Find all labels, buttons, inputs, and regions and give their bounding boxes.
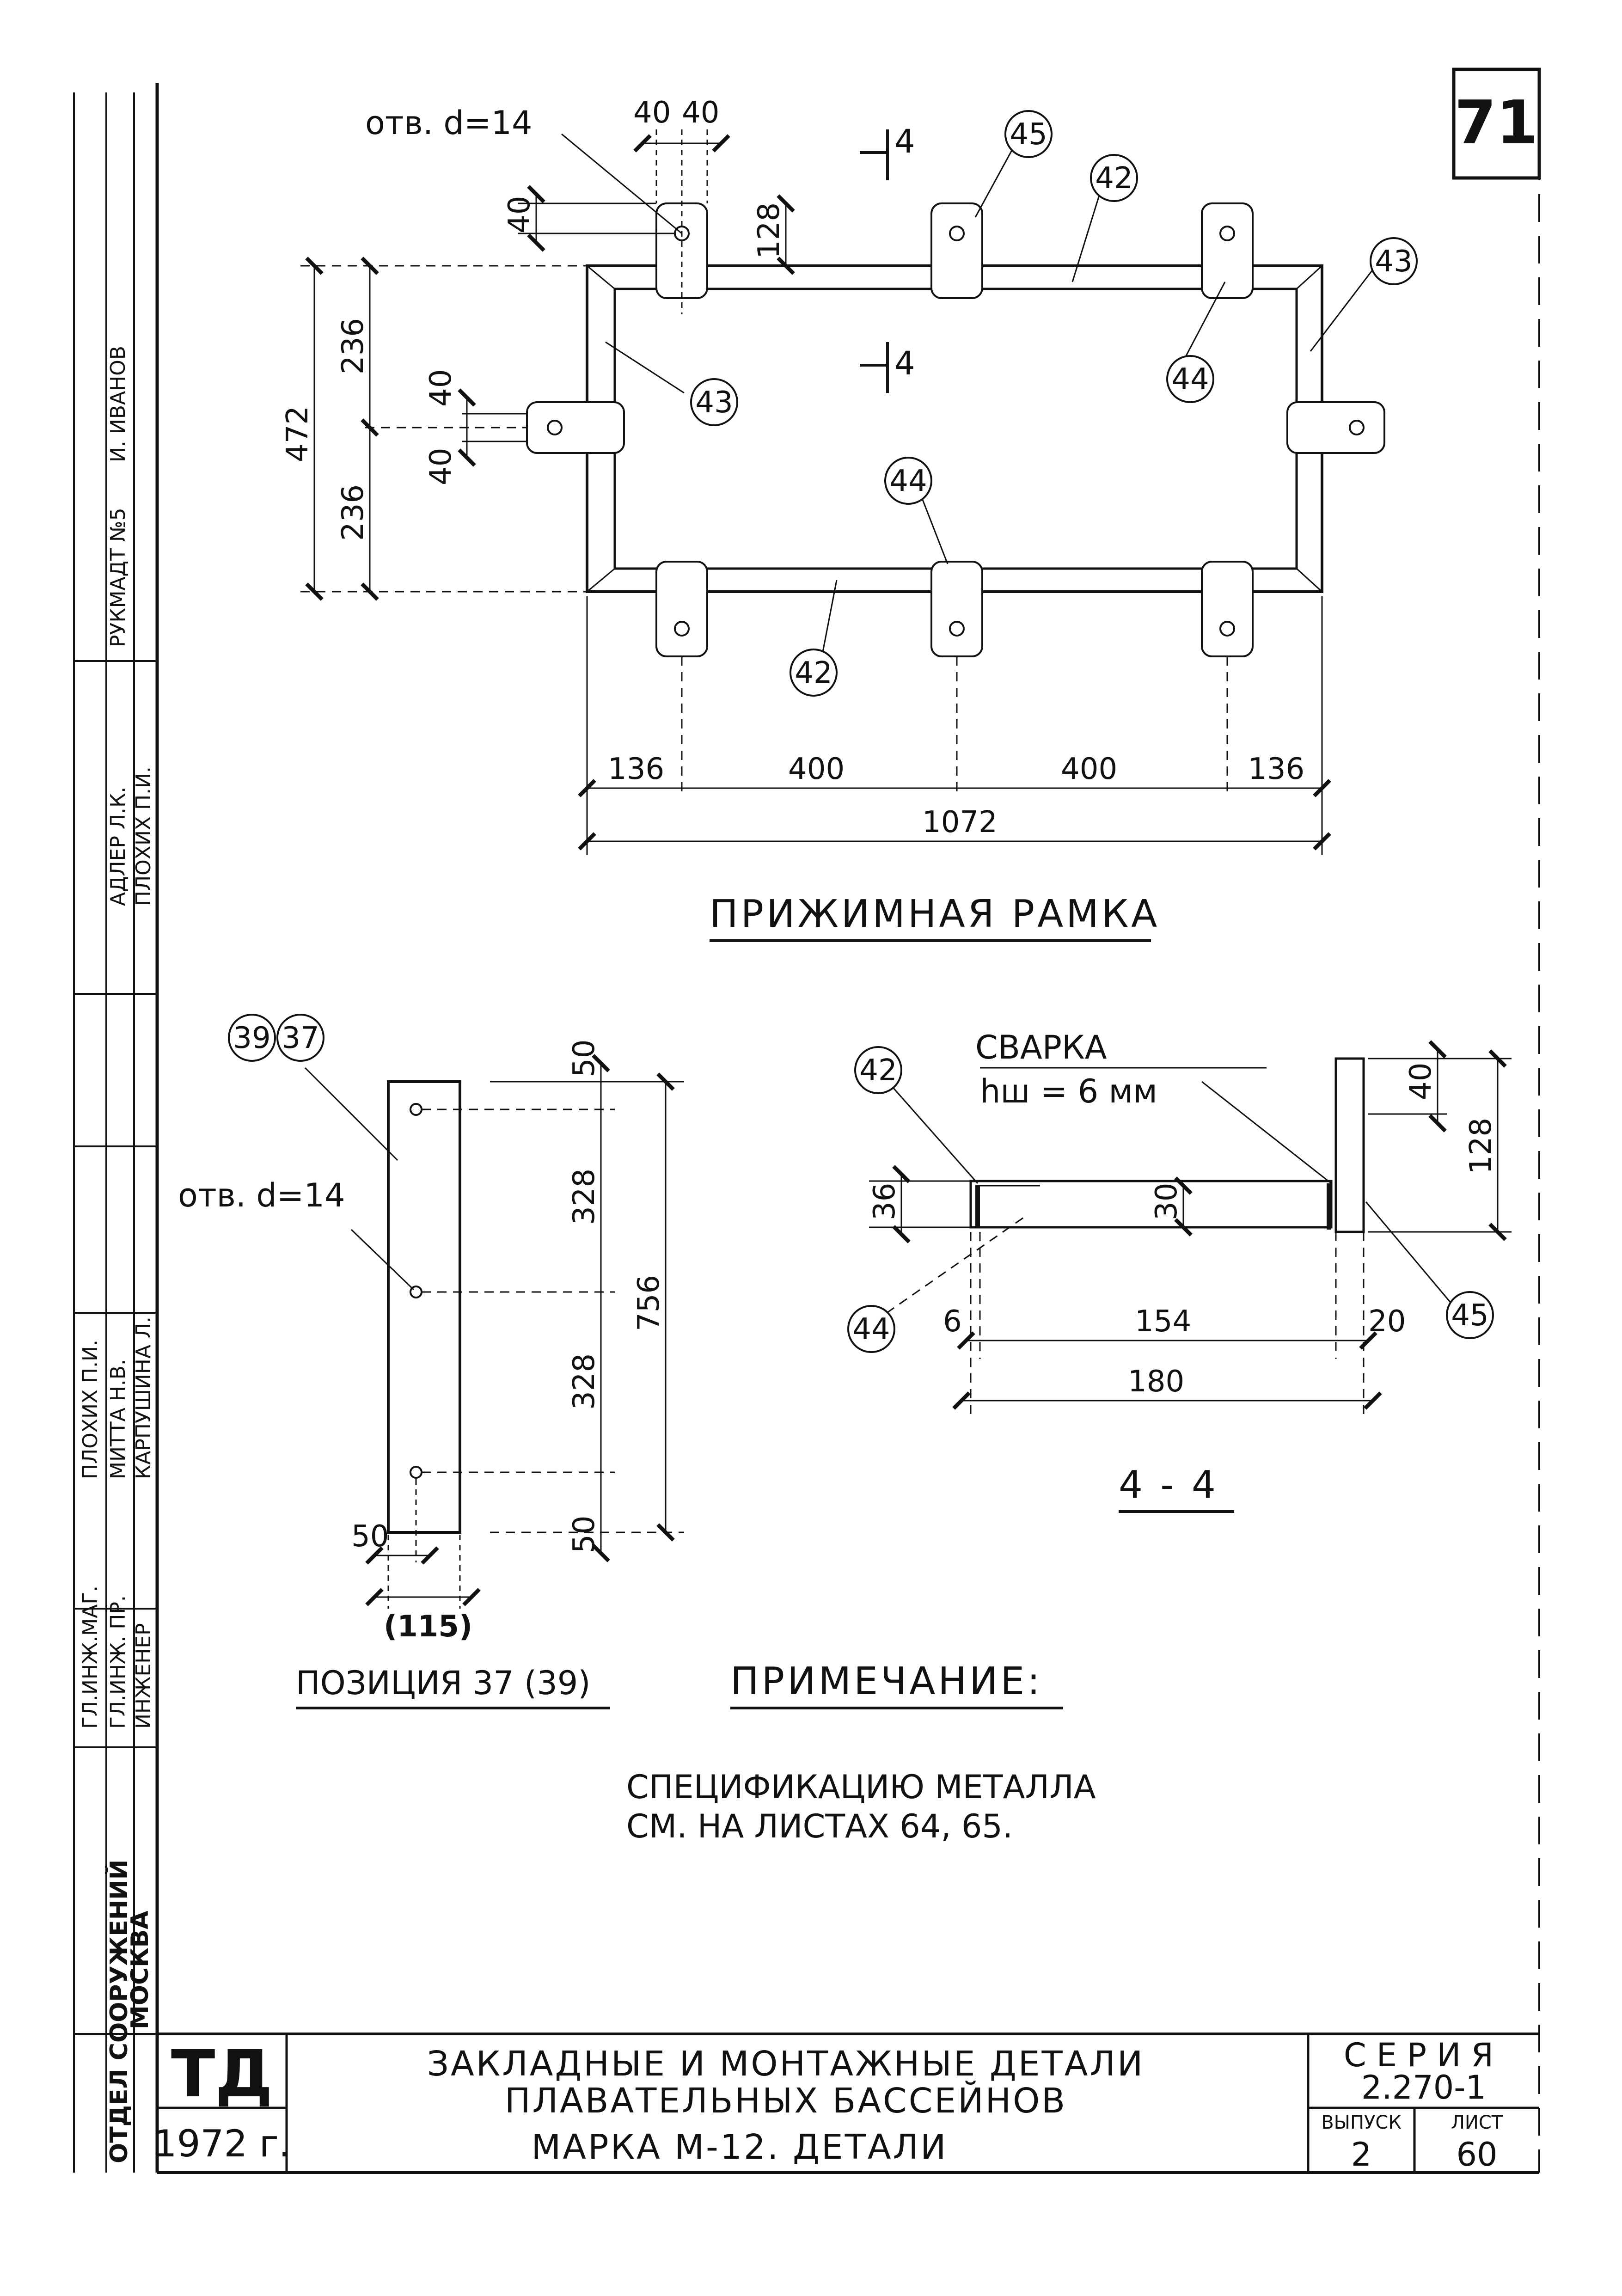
sec-dim-6: 6 [943,1304,962,1339]
dim-40d: 40 [424,448,458,485]
callout-42a: 42 [1095,161,1132,196]
weld-note: СВАРКА [975,1029,1107,1066]
dim-1072: 1072 [922,805,998,839]
title-line-2: ПЛАВАТЕЛЬНЫХ БАССЕЙНОВ [505,2080,1067,2121]
frame-hole-note: отв. d=14 [365,104,533,142]
position-hole-note: отв. d=14 [178,1176,345,1214]
sheet-value: 60 [1456,2136,1497,2174]
stamp-chief-eng: ГЛ.ИНЖ.МАГ. [79,1586,102,1729]
callout-42b: 42 [795,656,832,690]
pos-dim-50bot: 50 [567,1516,601,1553]
sheet-frame [155,67,1541,2174]
stamp-handbook: РУКМАДТ №5 [106,508,130,647]
dim-40v: 40 [502,196,537,233]
issue-value: 2 [1351,2136,1372,2174]
section-title: 4 - 4 [1119,1463,1218,1507]
dim-400a: 400 [788,752,845,786]
pos-dim-328b: 328 [567,1353,601,1410]
dim-236b: 236 [336,484,370,541]
section-callout-42: 42 [859,1053,897,1088]
dim-40c: 40 [424,369,458,407]
series-value: 2.270-1 [1361,2069,1486,2106]
note-line-2: СМ. НА ЛИСТАХ 64, 65. [626,1807,1013,1845]
callout-44a: 44 [1171,362,1209,397]
position-title: ПОЗИЦИЯ 37 (39) [296,1664,591,1702]
stamp-name-plokhikh: ПЛОХИХ П.И. [79,1340,102,1479]
callout-43b: 43 [1375,245,1412,279]
note-heading: ПРИМЕЧАНИЕ: [730,1659,1043,1703]
position-callout-37: 37 [282,1021,319,1055]
section-mark-top: 4 [894,122,915,160]
pos-dim-50top: 50 [567,1040,601,1077]
title-year: 1972 г. [153,2122,290,2165]
dim-40a: 40 [633,96,671,130]
dim-136b: 136 [1248,752,1304,786]
sheet-number: 71 [1455,87,1538,158]
position-callout-39: 39 [233,1021,270,1055]
dim-40b: 40 [682,96,719,130]
sec-dim-30: 30 [1150,1183,1184,1220]
pos-dim-115: (115) [384,1610,472,1644]
stamp-name-adler: АДЛЕР Л.К. [106,787,130,906]
callout-43a: 43 [695,386,733,420]
dim-136a: 136 [608,752,664,786]
stamp-name-mitta: МИТТА Н.В. [106,1359,130,1479]
series-label: СЕРИЯ [1344,2036,1504,2074]
stamp-name-karpushina: КАРПУШИНА Л. [132,1316,155,1479]
title-subtitle: МАРКА М-12. ДЕТАЛИ [532,2127,948,2167]
sec-dim-128: 128 [1464,1118,1498,1174]
stamp-city: МОСКВА [126,1911,154,2030]
sec-dim-40: 40 [1404,1063,1438,1100]
callout-45: 45 [1010,117,1047,152]
note-line-1: СПЕЦИФИКАЦИЮ МЕТАЛЛА [626,1768,1096,1806]
frame-plan [300,129,1385,855]
section-callout-44: 44 [852,1312,890,1347]
frame-title: ПРИЖИМНАЯ РАМКА [710,892,1160,936]
position-drawing [304,1054,684,1609]
stamp-name-ivanov: И. ИВАНОВ [106,346,130,462]
dim-472: 472 [281,406,315,462]
sheet-label: ЛИСТ [1451,2112,1503,2133]
stamp-dept: ОТДЕЛ СООРУЖЕНИЙ [105,1860,133,2163]
weld-size: hш = 6 мм [980,1072,1157,1110]
sec-dim-154: 154 [1135,1304,1191,1339]
dim-236a: 236 [336,318,370,374]
sec-dim-36: 36 [868,1183,902,1220]
stamp-name-plokhikh2: ПЛОХИХ П.И. [132,766,155,906]
pos-dim-328a: 328 [567,1169,601,1225]
sec-dim-180: 180 [1128,1365,1184,1399]
section-mark-mid: 4 [894,344,915,382]
sec-dim-20: 20 [1368,1304,1406,1339]
frame-callouts [690,110,1418,697]
pos-dim-50w: 50 [351,1519,389,1554]
issue-label: ВЫПУСК [1321,2112,1402,2133]
section-callout-45: 45 [1451,1298,1488,1333]
dim-128: 128 [752,202,786,259]
left-stamp [73,92,157,2173]
title-logo: ТД [171,2037,273,2112]
section-callouts [847,1046,1494,1353]
pos-dim-756: 756 [632,1275,666,1331]
title-line-1: ЗАКЛАДНЫЕ И МОНТАЖНЫЕ ДЕТАЛИ [427,2044,1145,2084]
position-callouts [228,1014,324,1062]
section-drawing [869,1040,1512,1414]
callout-44b: 44 [889,464,927,498]
stamp-chief-eng-proj: ГЛ.ИНЖ. ПР. [106,1595,130,1729]
dim-400b: 400 [1061,752,1117,786]
stamp-engineer: ИНЖЕНЕР [132,1623,155,1729]
title-block [157,2033,1539,2173]
